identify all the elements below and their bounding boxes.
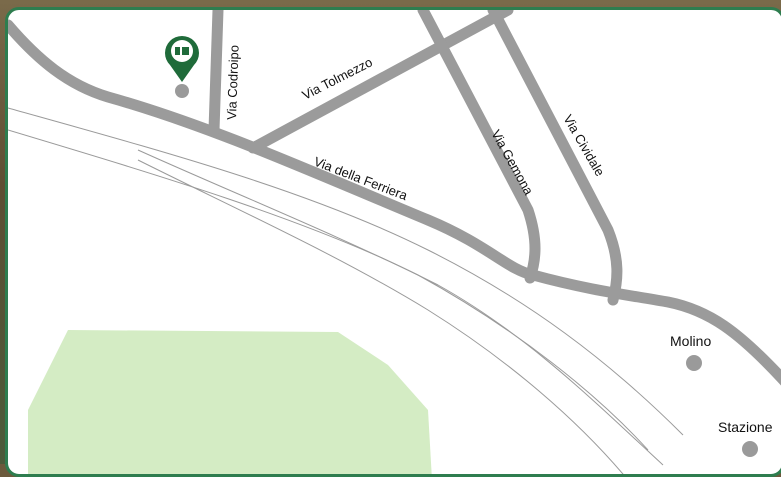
map-panel[interactable]: Via Codroipo Via Tolmezzo Via della Ferr…: [5, 7, 781, 477]
road-via-codroipo: [208, 10, 224, 136]
railway-lines: [8, 107, 684, 474]
street-label-via-codroipo: Via Codroipo: [224, 45, 242, 120]
map-canvas[interactable]: Via Codroipo Via Tolmezzo Via della Ferr…: [8, 10, 781, 477]
road-network: [8, 10, 781, 386]
park-area: [28, 330, 432, 474]
road-via-della-ferriera: [8, 19, 781, 386]
road-via-gemona: [417, 10, 541, 284]
road-via-tolmezzo: [247, 10, 514, 154]
street-label-via-tolmezzo: Via Tolmezzo: [300, 54, 375, 102]
road-via-cividale: [487, 10, 623, 306]
stazione-point[interactable]: [742, 441, 758, 457]
molino-point[interactable]: [686, 355, 702, 371]
molino-label: Molino: [670, 333, 711, 349]
location-pin-icon[interactable]: [165, 35, 199, 98]
stazione-label: Stazione: [718, 419, 773, 435]
